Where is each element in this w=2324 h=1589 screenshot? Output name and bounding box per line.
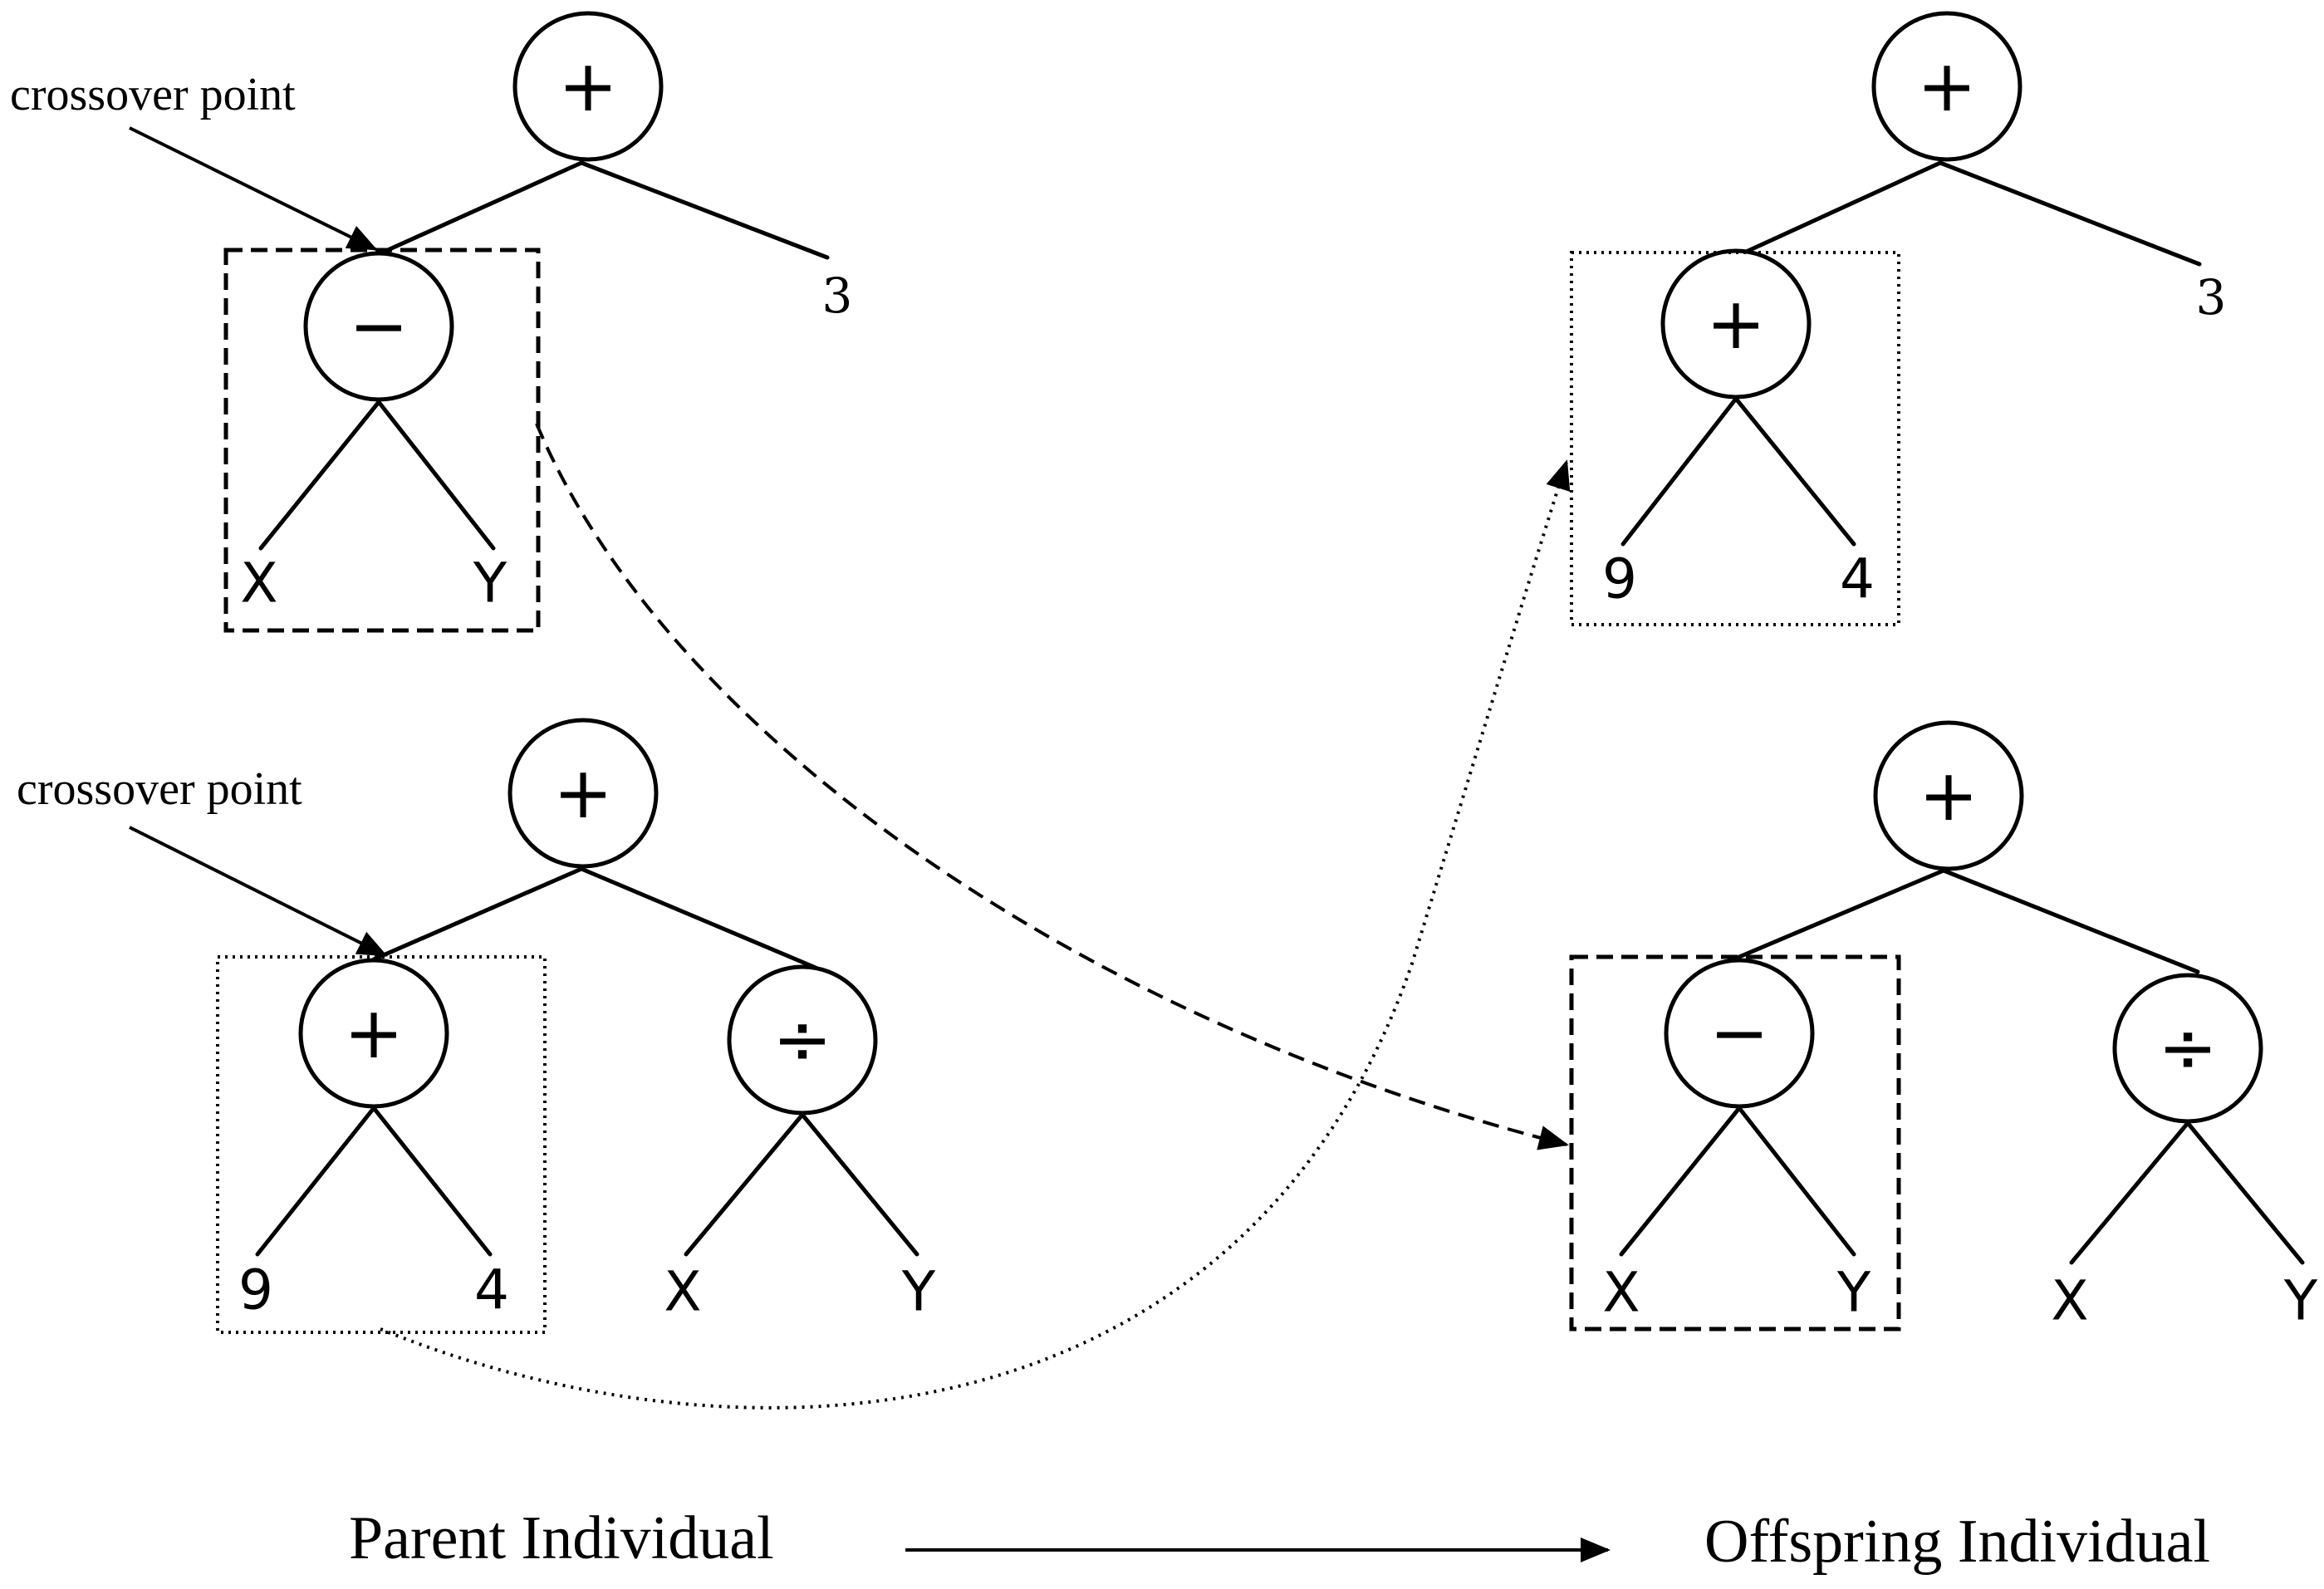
offspring-b-right-node (2112, 973, 2263, 1124)
parent-b-right-node (727, 964, 878, 1116)
parent-b-left-operator: + (344, 992, 404, 1075)
parent-b-leaf: 4 (474, 1258, 509, 1322)
edge (258, 400, 381, 551)
edge (371, 1106, 493, 1257)
offspring-b-leaf: X (1602, 1261, 1640, 1325)
edge (1620, 396, 1738, 547)
offspring-b-left-operator: − (1709, 992, 1769, 1075)
edge (1938, 160, 2202, 267)
parent-b-leaf: X (664, 1260, 701, 1324)
parent-b-tree: + + ÷ 9 4 X Y crossover point (17, 718, 936, 1334)
offspring-a-leaf: 9 (1602, 547, 1637, 611)
offspring-a-leaf: 3 (2196, 269, 2227, 326)
parent-a-tree: + − X Y 3 crossover point (10, 11, 853, 633)
edge (2185, 1121, 2305, 1265)
crossover-point-arrow-top (129, 126, 378, 251)
swap-arrow-dashed (535, 423, 1569, 1150)
parent-a-leaf: Y (473, 552, 507, 615)
edge (684, 1112, 805, 1257)
offspring-b-root-operator: + (1919, 754, 1978, 837)
offspring-a-root-operator: + (1917, 45, 1977, 128)
offspring-b-leaf: Y (1836, 1261, 1871, 1325)
parent-b-right-operator: ÷ (772, 998, 832, 1081)
swap-arrow-dotted (380, 459, 1571, 1410)
crossover-point-arrow-bottom (129, 826, 388, 957)
offspring-a-subtree-box (1570, 251, 1900, 626)
edge (255, 1106, 376, 1257)
parent-b-left-node (298, 958, 449, 1109)
offspring-b-tree: + − ÷ X Y X Y (1569, 720, 2318, 1333)
edge (376, 400, 496, 551)
parent-a-root-node (512, 11, 664, 162)
edge (1941, 868, 2200, 974)
crossover-point-label-bottom: crossover point (17, 763, 302, 815)
offspring-b-leaf: Y (2283, 1269, 2318, 1333)
parent-a-subtree-box (223, 248, 541, 633)
edge (378, 160, 584, 256)
edge (1737, 1106, 1856, 1257)
parent-a-left-node (303, 251, 454, 402)
edge (1740, 160, 1943, 256)
offspring-b-subtree-box (1569, 954, 1901, 1332)
edge (800, 1112, 919, 1257)
parent-a-root-operator: + (558, 45, 618, 128)
edge (1737, 868, 1946, 959)
parent-b-root-node (507, 718, 659, 869)
offspring-b-leaf: X (2051, 1269, 2088, 1333)
offspring-individual-caption: Offspring Individual (1704, 1508, 2210, 1576)
parent-a-leaf: 3 (822, 267, 853, 324)
edge (1733, 396, 1856, 547)
parent-a-left-operator: − (349, 285, 409, 368)
edge (371, 866, 584, 962)
offspring-b-root-node (1873, 720, 2024, 871)
parent-b-leaf: 9 (238, 1258, 273, 1322)
edge (2069, 1121, 2190, 1265)
edge (1619, 1106, 1742, 1257)
crossover-point-label-top: crossover point (10, 69, 296, 120)
offspring-b-right-operator: ÷ (2158, 1007, 2218, 1090)
edge (579, 160, 830, 260)
offspring-b-left-node (1664, 958, 1815, 1109)
parent-b-root-operator: + (553, 752, 613, 835)
offspring-a-tree: + + 9 4 3 (1570, 11, 2227, 626)
edge (579, 866, 818, 970)
parent-a-leaf: X (240, 552, 277, 615)
offspring-a-root-node (1871, 11, 2022, 162)
offspring-a-leaf: 4 (1840, 547, 1875, 611)
parent-b-leaf: Y (901, 1260, 936, 1324)
offspring-a-left-operator: + (1706, 282, 1766, 365)
parent-individual-caption: Parent Individual (349, 1504, 774, 1572)
